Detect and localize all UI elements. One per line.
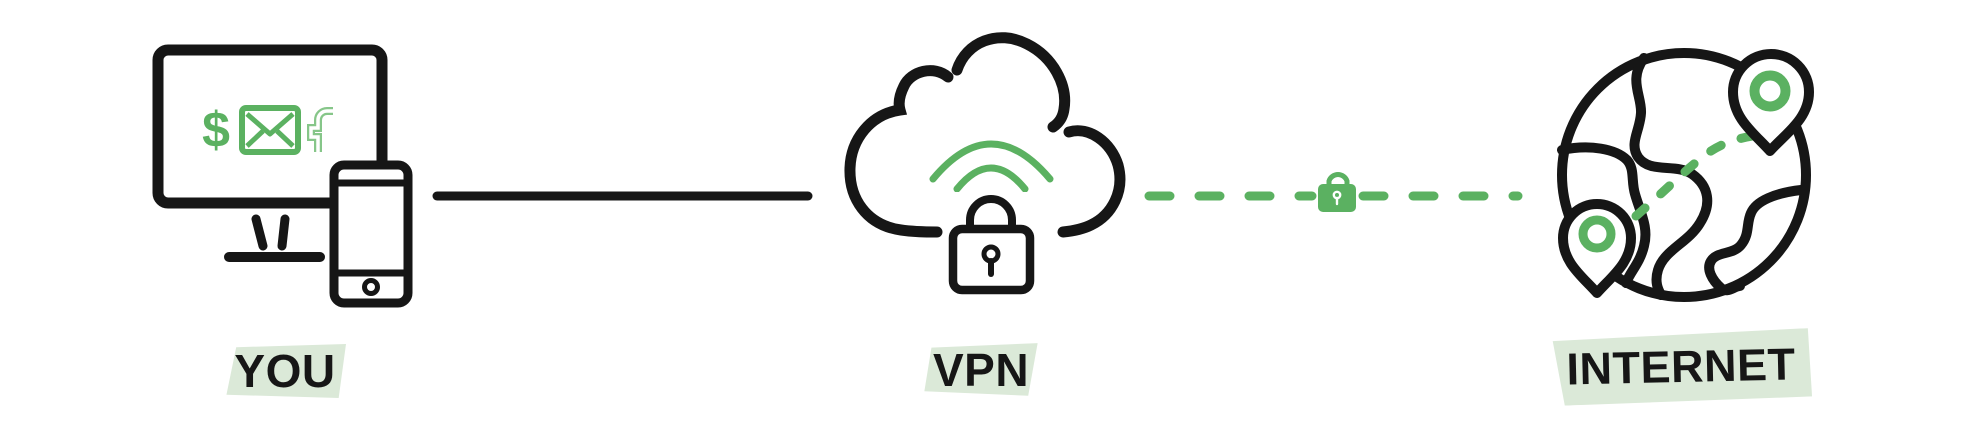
dollar-icon: $ bbox=[202, 102, 230, 158]
you-label-text: YOU bbox=[234, 345, 336, 397]
monitor-stand-leg bbox=[277, 214, 290, 251]
continent-line bbox=[1704, 185, 1806, 296]
smartphone-icon bbox=[329, 160, 413, 308]
location-pin-icon bbox=[1558, 199, 1636, 298]
facebook-icon bbox=[307, 107, 333, 152]
home-button bbox=[362, 278, 380, 296]
cloud-outline bbox=[951, 32, 1071, 133]
you-node-label: YOU bbox=[224, 344, 346, 398]
location-pin-icon bbox=[1728, 49, 1814, 156]
monitor-stand-leg bbox=[251, 214, 268, 251]
continent-line bbox=[1557, 142, 1651, 288]
padlock-icon bbox=[947, 192, 1039, 296]
continent-line bbox=[1629, 53, 1713, 300]
wifi-icon bbox=[929, 140, 1054, 193]
globe-icon bbox=[1557, 48, 1814, 302]
encrypted-lock-icon bbox=[1318, 172, 1356, 212]
internet-label-text: INTERNET bbox=[1565, 338, 1797, 395]
vpn-label-text: VPN bbox=[932, 344, 1030, 396]
computer-and-phone-icon: $ bbox=[152, 44, 413, 308]
dashed-route-icon bbox=[1631, 129, 1773, 221]
cloud-outline bbox=[844, 65, 954, 238]
mail-icon bbox=[239, 105, 301, 155]
dashed-connector-line bbox=[1144, 172, 1523, 212]
cloud-outline bbox=[1057, 125, 1126, 238]
vpn-node-label: VPN bbox=[922, 342, 1040, 398]
label-highlight bbox=[924, 343, 1038, 396]
label-highlight bbox=[226, 344, 346, 398]
cloud-icon bbox=[844, 32, 1126, 296]
internet-node-label: INTERNET bbox=[1547, 328, 1815, 406]
